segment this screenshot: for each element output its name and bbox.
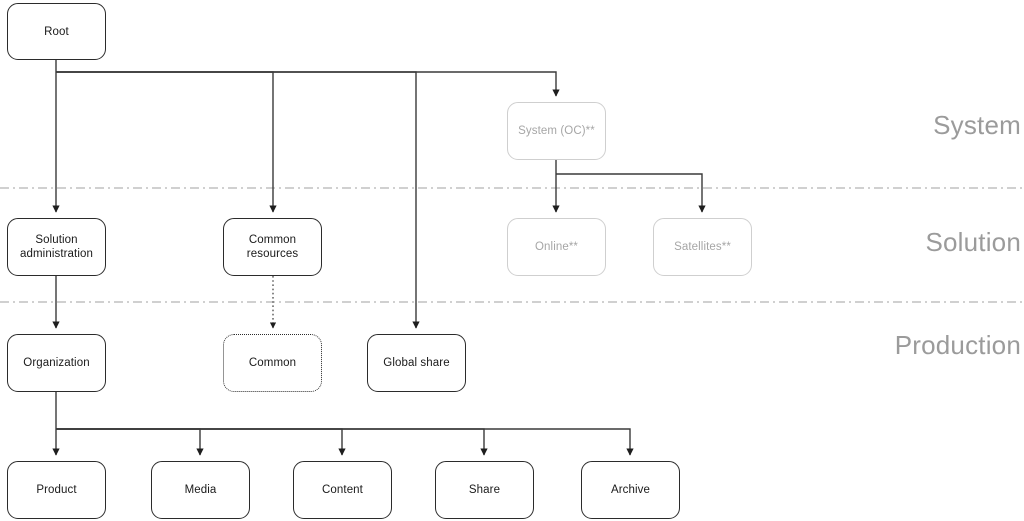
- node-label: Media: [184, 484, 217, 496]
- node-label: Organization: [23, 357, 90, 369]
- node-label: System (OC)**: [518, 125, 595, 137]
- node-label: Global share: [383, 357, 450, 369]
- node-share[interactable]: Share: [435, 461, 534, 519]
- node-online[interactable]: Online**: [507, 218, 606, 276]
- connector-root-to-system: [56, 71, 560, 97]
- node-label: Common: [248, 357, 297, 369]
- band-label-solution: Solution: [925, 227, 1021, 257]
- connector-root-to-gshare: [56, 71, 420, 329]
- connector-org-to-media: [56, 428, 204, 456]
- node-content[interactable]: Content: [293, 461, 392, 519]
- band-label-production: Production: [894, 330, 1021, 360]
- node-label: Content: [322, 484, 363, 496]
- connector-system-to-sat: [556, 173, 706, 213]
- node-label: Satellites**: [674, 241, 731, 253]
- connector-root-to-commres: [56, 71, 277, 213]
- node-system[interactable]: System (OC)**: [507, 102, 606, 160]
- connector-org-to-share: [56, 428, 488, 456]
- node-product[interactable]: Product: [7, 461, 106, 519]
- node-media[interactable]: Media: [151, 461, 250, 519]
- band-label-system: System: [933, 110, 1021, 140]
- node-gshare[interactable]: Global share: [367, 334, 466, 392]
- node-sat[interactable]: Satellites**: [653, 218, 752, 276]
- node-label: Product: [36, 484, 77, 496]
- connector-org-to-content: [56, 428, 346, 456]
- node-common[interactable]: Common: [223, 334, 322, 392]
- node-label: Share: [468, 484, 501, 496]
- connector-group: [52, 60, 706, 456]
- node-org[interactable]: Organization: [7, 334, 106, 392]
- connector-org-to-archive: [56, 428, 634, 456]
- node-label: Archive: [610, 484, 651, 496]
- node-label: Online**: [535, 241, 578, 253]
- node-root[interactable]: Root: [7, 3, 106, 60]
- node-archive[interactable]: Archive: [581, 461, 680, 519]
- node-label: Root: [44, 25, 69, 38]
